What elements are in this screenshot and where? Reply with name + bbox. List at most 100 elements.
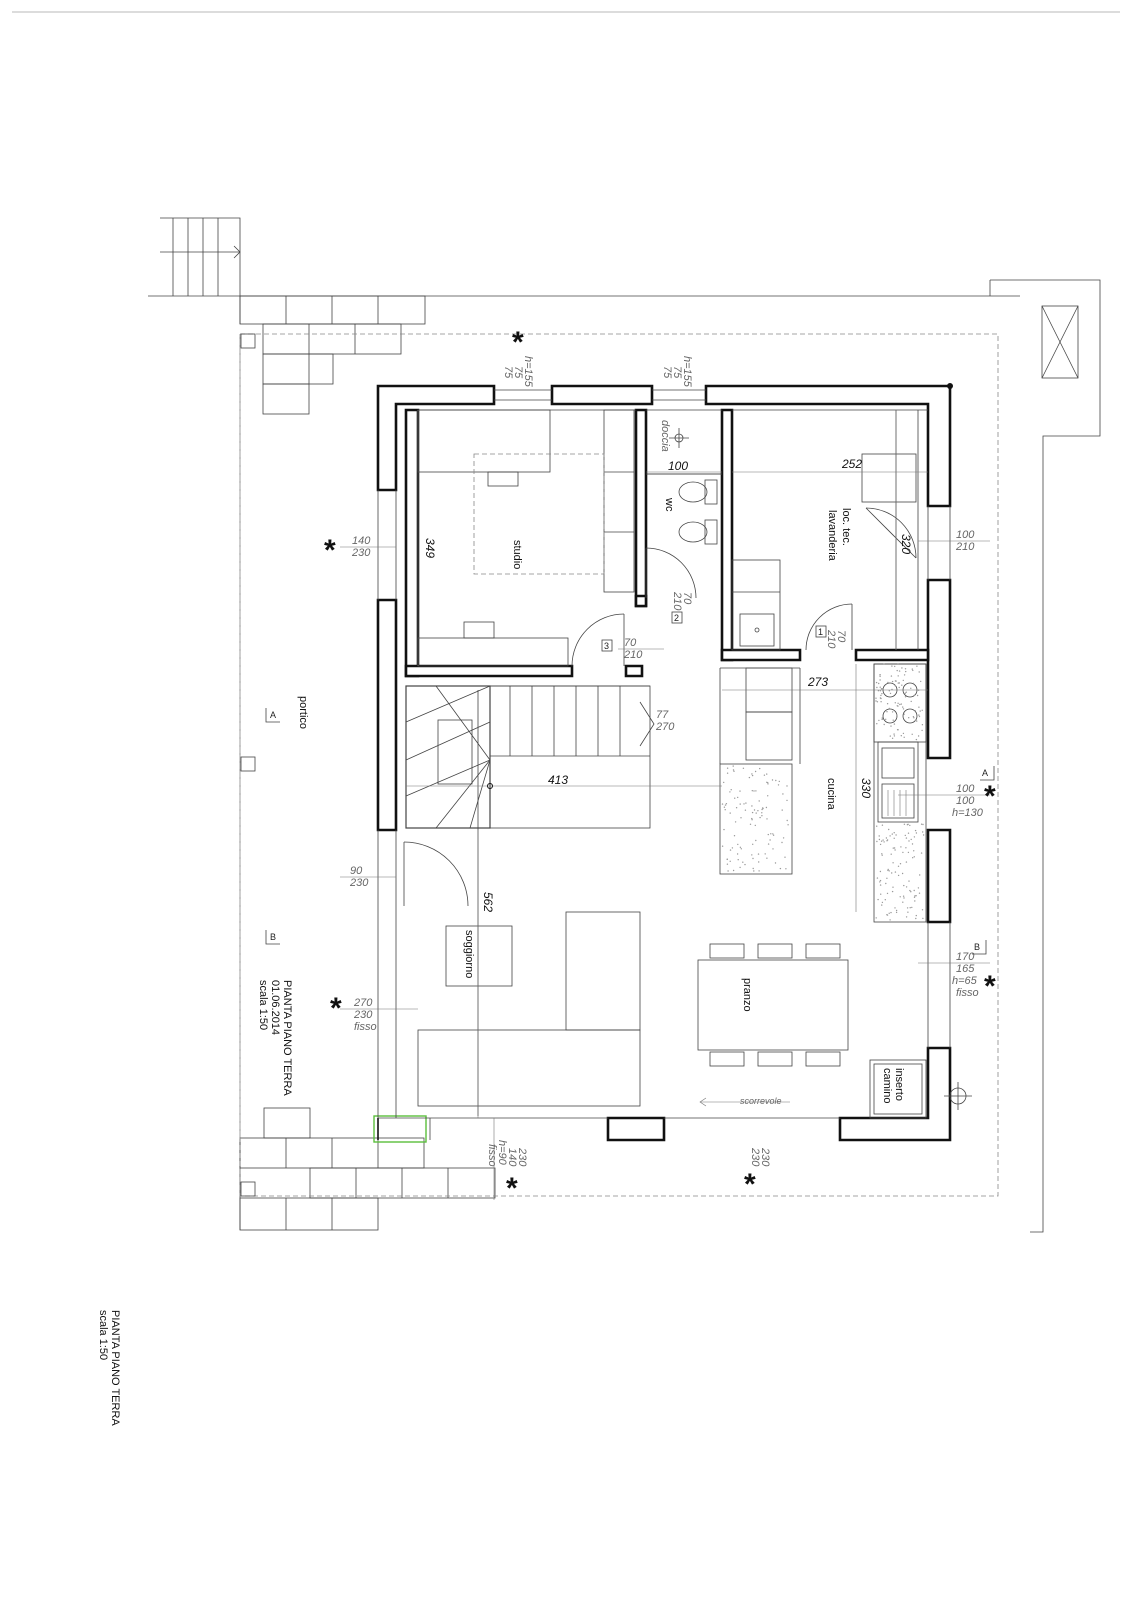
- speckle: [905, 847, 907, 849]
- entry-steps: [160, 217, 241, 296]
- speckle: [726, 863, 729, 865]
- speckle: [915, 917, 917, 920]
- chimney-box: [1041, 305, 1079, 379]
- dim-413: 413: [548, 773, 568, 787]
- dimension-lines: [406, 410, 928, 1118]
- svg-text:210: 210: [671, 591, 683, 611]
- speckle: [893, 723, 896, 725]
- speckle: [883, 841, 885, 843]
- speckle: [900, 735, 902, 737]
- speckle: [919, 874, 921, 876]
- opening-right2: 170 165 h=65 fisso: [918, 951, 990, 999]
- speckle: [918, 671, 920, 673]
- speckle: [752, 867, 754, 870]
- speckle: [894, 665, 896, 668]
- speckle: [920, 823, 923, 825]
- speckle: [905, 886, 908, 888]
- door-marker-2: 2: [671, 611, 683, 624]
- speckle: [735, 807, 738, 809]
- speckle: [749, 823, 752, 825]
- speckle: [920, 680, 922, 683]
- speckle: [759, 816, 761, 819]
- opening-top1: 75 75 h=155: [502, 356, 534, 388]
- room-cucina: cucina: [825, 778, 837, 811]
- speckle: [907, 823, 909, 825]
- speckle: [729, 860, 731, 862]
- speckle: [895, 911, 898, 914]
- point-marker: *: [506, 1172, 518, 1205]
- speckle: [742, 861, 744, 863]
- opening-loc-door: 70 210: [825, 629, 847, 649]
- speckle: [723, 806, 726, 808]
- speckle: [901, 667, 903, 669]
- speckle: [921, 729, 923, 732]
- rug: [473, 453, 605, 575]
- speckle: [882, 688, 884, 690]
- speckle: [917, 735, 920, 737]
- speckle: [903, 823, 906, 825]
- speckle: [779, 867, 782, 870]
- speckle: [729, 849, 732, 851]
- svg-text:3: 3: [604, 641, 609, 651]
- speckle: [742, 767, 745, 769]
- speckle: [766, 818, 768, 820]
- speckle: [904, 834, 906, 837]
- speckle: [885, 882, 887, 885]
- speckle: [886, 877, 888, 879]
- svg-text:PIANTA PIANO TERRA: PIANTA PIANO TERRA: [109, 1310, 121, 1426]
- speckle: [724, 804, 727, 806]
- speckle: [744, 863, 746, 866]
- speckle: [905, 837, 908, 839]
- speckle: [893, 733, 895, 735]
- speckle: [908, 717, 910, 719]
- svg-text:h=90: h=90: [496, 1140, 508, 1166]
- speckle: [757, 810, 759, 812]
- speckle: [774, 862, 777, 864]
- speckle: [903, 713, 905, 715]
- svg-text:A: A: [982, 768, 988, 778]
- speckle: [751, 774, 754, 777]
- speckle: [888, 912, 890, 914]
- svg-text:70: 70: [681, 592, 693, 605]
- speckle: [732, 769, 735, 771]
- svg-text:scala 1:50: scala 1:50: [97, 1310, 109, 1360]
- speckle: [754, 770, 757, 773]
- svg-text:75: 75: [671, 366, 683, 379]
- dim-562: 562: [481, 892, 495, 912]
- speckle: [894, 871, 897, 873]
- speckle: [898, 670, 901, 672]
- speckle: [729, 812, 731, 814]
- speckle: [911, 843, 914, 845]
- speckle: [770, 833, 772, 835]
- speckle: [902, 901, 904, 903]
- speckle: [907, 832, 910, 834]
- speckle: [758, 861, 760, 863]
- speckle: [733, 835, 736, 837]
- speckle: [913, 889, 915, 892]
- speckle: [772, 848, 774, 850]
- speckle: [755, 839, 757, 842]
- speckle: [892, 719, 894, 721]
- speckle: [743, 803, 745, 805]
- speckle: [890, 911, 892, 914]
- speckle: [905, 670, 907, 673]
- speckle: [737, 843, 739, 846]
- speckle: [896, 669, 898, 672]
- speckle: [878, 838, 881, 841]
- speckle: [899, 703, 901, 706]
- speckle: [737, 859, 739, 861]
- speckle: [911, 906, 913, 909]
- speckle: [915, 832, 918, 834]
- speckle: [887, 681, 889, 684]
- speckle: [896, 705, 898, 707]
- speckle: [880, 701, 882, 703]
- section-marker-a-left: A: [265, 708, 280, 723]
- speckle: [903, 674, 906, 676]
- speckle: [912, 682, 915, 685]
- speckle: [921, 909, 924, 911]
- speckle: [918, 892, 921, 894]
- paving-bottom: [239, 1107, 496, 1231]
- loc-tec-furniture: [731, 453, 917, 651]
- speckle: [897, 682, 899, 684]
- room-portico: portico: [297, 696, 309, 729]
